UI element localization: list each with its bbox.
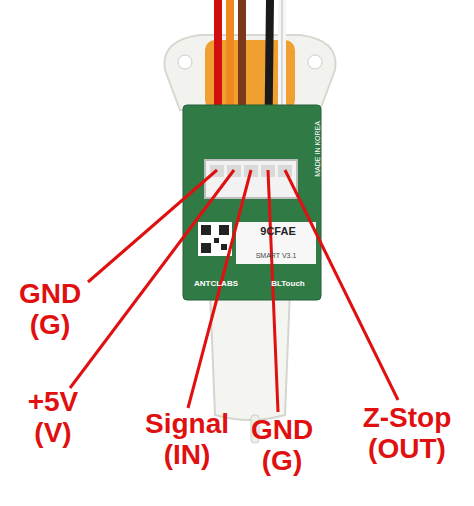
pin-label: +5V (V) bbox=[8, 386, 98, 449]
mount-hole bbox=[308, 55, 322, 69]
board-marking: BLTouch bbox=[258, 280, 318, 289]
pin-label: GND (G) bbox=[0, 278, 100, 341]
leader-lines bbox=[70, 170, 398, 412]
sticker bbox=[236, 222, 316, 264]
mount-hole bbox=[178, 55, 192, 69]
qr-code bbox=[198, 222, 232, 256]
pin-label: GND (G) bbox=[240, 414, 324, 477]
board-marking: MADE IN KOREA bbox=[314, 99, 322, 199]
board-marking: SMART V3.1 bbox=[236, 252, 316, 260]
pin-label: Signal (IN) bbox=[128, 408, 246, 471]
board-marking: 9CFAE bbox=[240, 225, 316, 237]
board-marking: ANTCLABS bbox=[186, 280, 246, 289]
qr-pattern bbox=[201, 225, 229, 253]
pin-label: Z-Stop (OUT) bbox=[340, 402, 474, 465]
mount-bracket bbox=[164, 35, 335, 110]
